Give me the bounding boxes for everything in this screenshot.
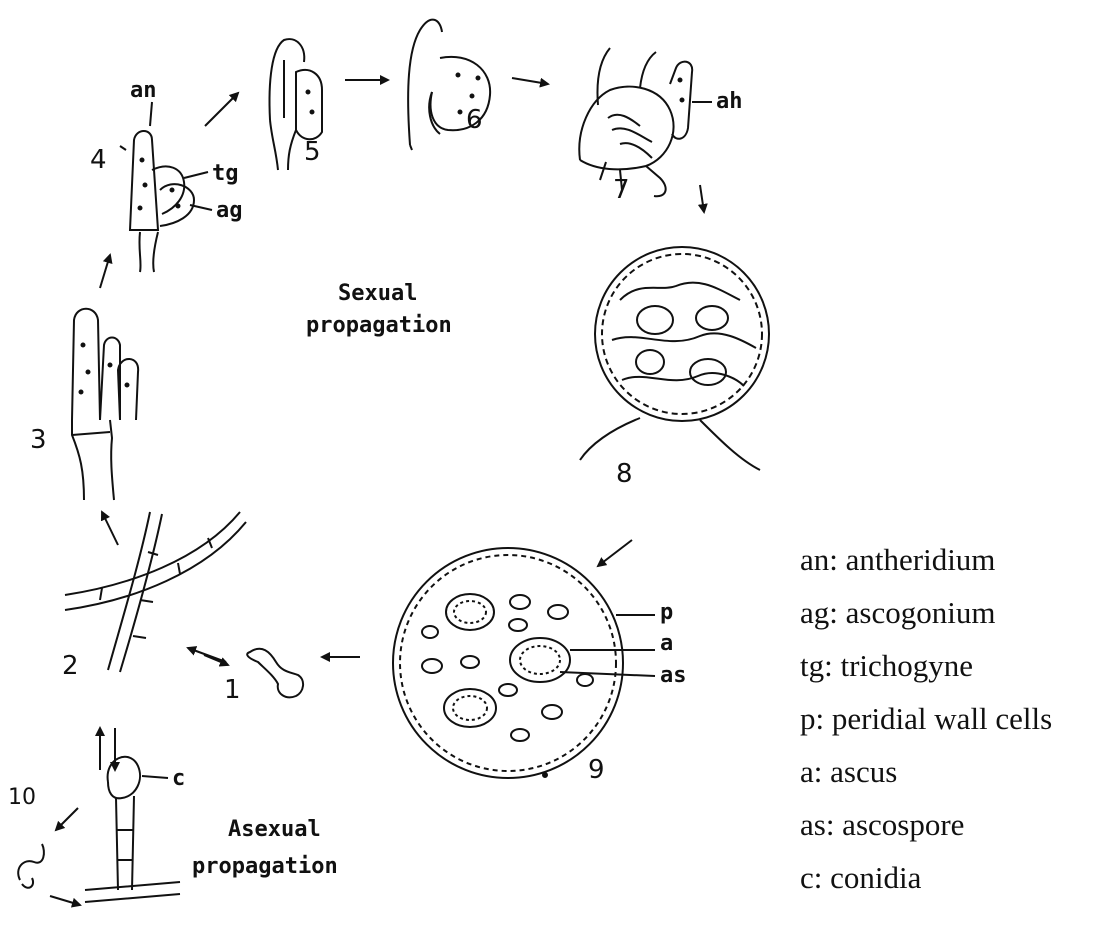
legend-item-as: as: ascospore [800, 798, 1052, 851]
arrow-6-to-7 [512, 78, 548, 84]
stage-10-drawing [18, 757, 180, 902]
stage-3-drawing [72, 309, 138, 500]
asexual-title-line1: Asexual [228, 817, 321, 842]
stage-8-drawing [580, 247, 769, 470]
arrow-2-to-1 [204, 655, 228, 665]
label-an: an [130, 78, 157, 103]
arrow-3-to-4 [100, 255, 110, 288]
stage-number-8: 8 [616, 459, 633, 489]
arrow-conidium-to-10 [56, 808, 78, 830]
sexual-title-line2: propagation [306, 313, 452, 338]
part-labels: an tg ag ah p a as c [130, 78, 743, 791]
arrow-10-to-hypha [50, 896, 80, 905]
section-titles: Sexual propagation Asexual propagation [192, 281, 452, 879]
stage-number-3: 3 [30, 425, 47, 455]
label-tg: tg [212, 161, 239, 186]
legend-item-a: a: ascus [800, 745, 1052, 798]
arrow-2-to-3 [102, 512, 118, 545]
stage-4-drawing [120, 102, 212, 272]
arrow-8-to-9 [598, 540, 632, 566]
label-as: as [660, 663, 687, 688]
stage-number-4: 4 [90, 145, 107, 175]
arrow-7-to-8 [700, 185, 704, 212]
arrow-1-to-2 [188, 648, 226, 662]
label-ag: ag [216, 198, 243, 223]
stage-9-drawing [393, 548, 655, 778]
legend-item-p: p: peridial wall cells [800, 692, 1052, 745]
stage-number-2: 2 [62, 651, 79, 681]
label-a: a [660, 631, 673, 656]
arrow-4-to-5 [205, 93, 238, 126]
stage-number-6: 6 [466, 105, 483, 135]
stage-7-drawing [579, 48, 712, 196]
stage-number-9: 9 [588, 755, 605, 785]
label-c: c [172, 766, 185, 791]
stage-1-drawing [247, 649, 303, 698]
legend-item-an: an: antheridium [800, 533, 1052, 586]
stage-number-5: 5 [304, 137, 321, 167]
stage-numbers: 1 2 3 4 5 6 7 8 9 10 [8, 105, 633, 810]
legend-item-tg: tg: trichogyne [800, 639, 1052, 692]
sexual-title-line1: Sexual [338, 281, 417, 306]
label-p: p [660, 600, 673, 625]
asexual-title-line2: propagation [192, 854, 338, 879]
cycle-arrows [50, 78, 704, 905]
legend: an: antheridium ag: ascogonium tg: trich… [800, 533, 1052, 904]
legend-item-ag: ag: ascogonium [800, 586, 1052, 639]
label-ah: ah [716, 89, 743, 114]
legend-item-c: c: conidia [800, 851, 1052, 904]
stage-2-drawing [65, 512, 246, 672]
stage-number-1: 1 [224, 675, 241, 705]
stage-number-7: 7 [613, 175, 630, 205]
stage-number-10: 10 [8, 785, 36, 810]
